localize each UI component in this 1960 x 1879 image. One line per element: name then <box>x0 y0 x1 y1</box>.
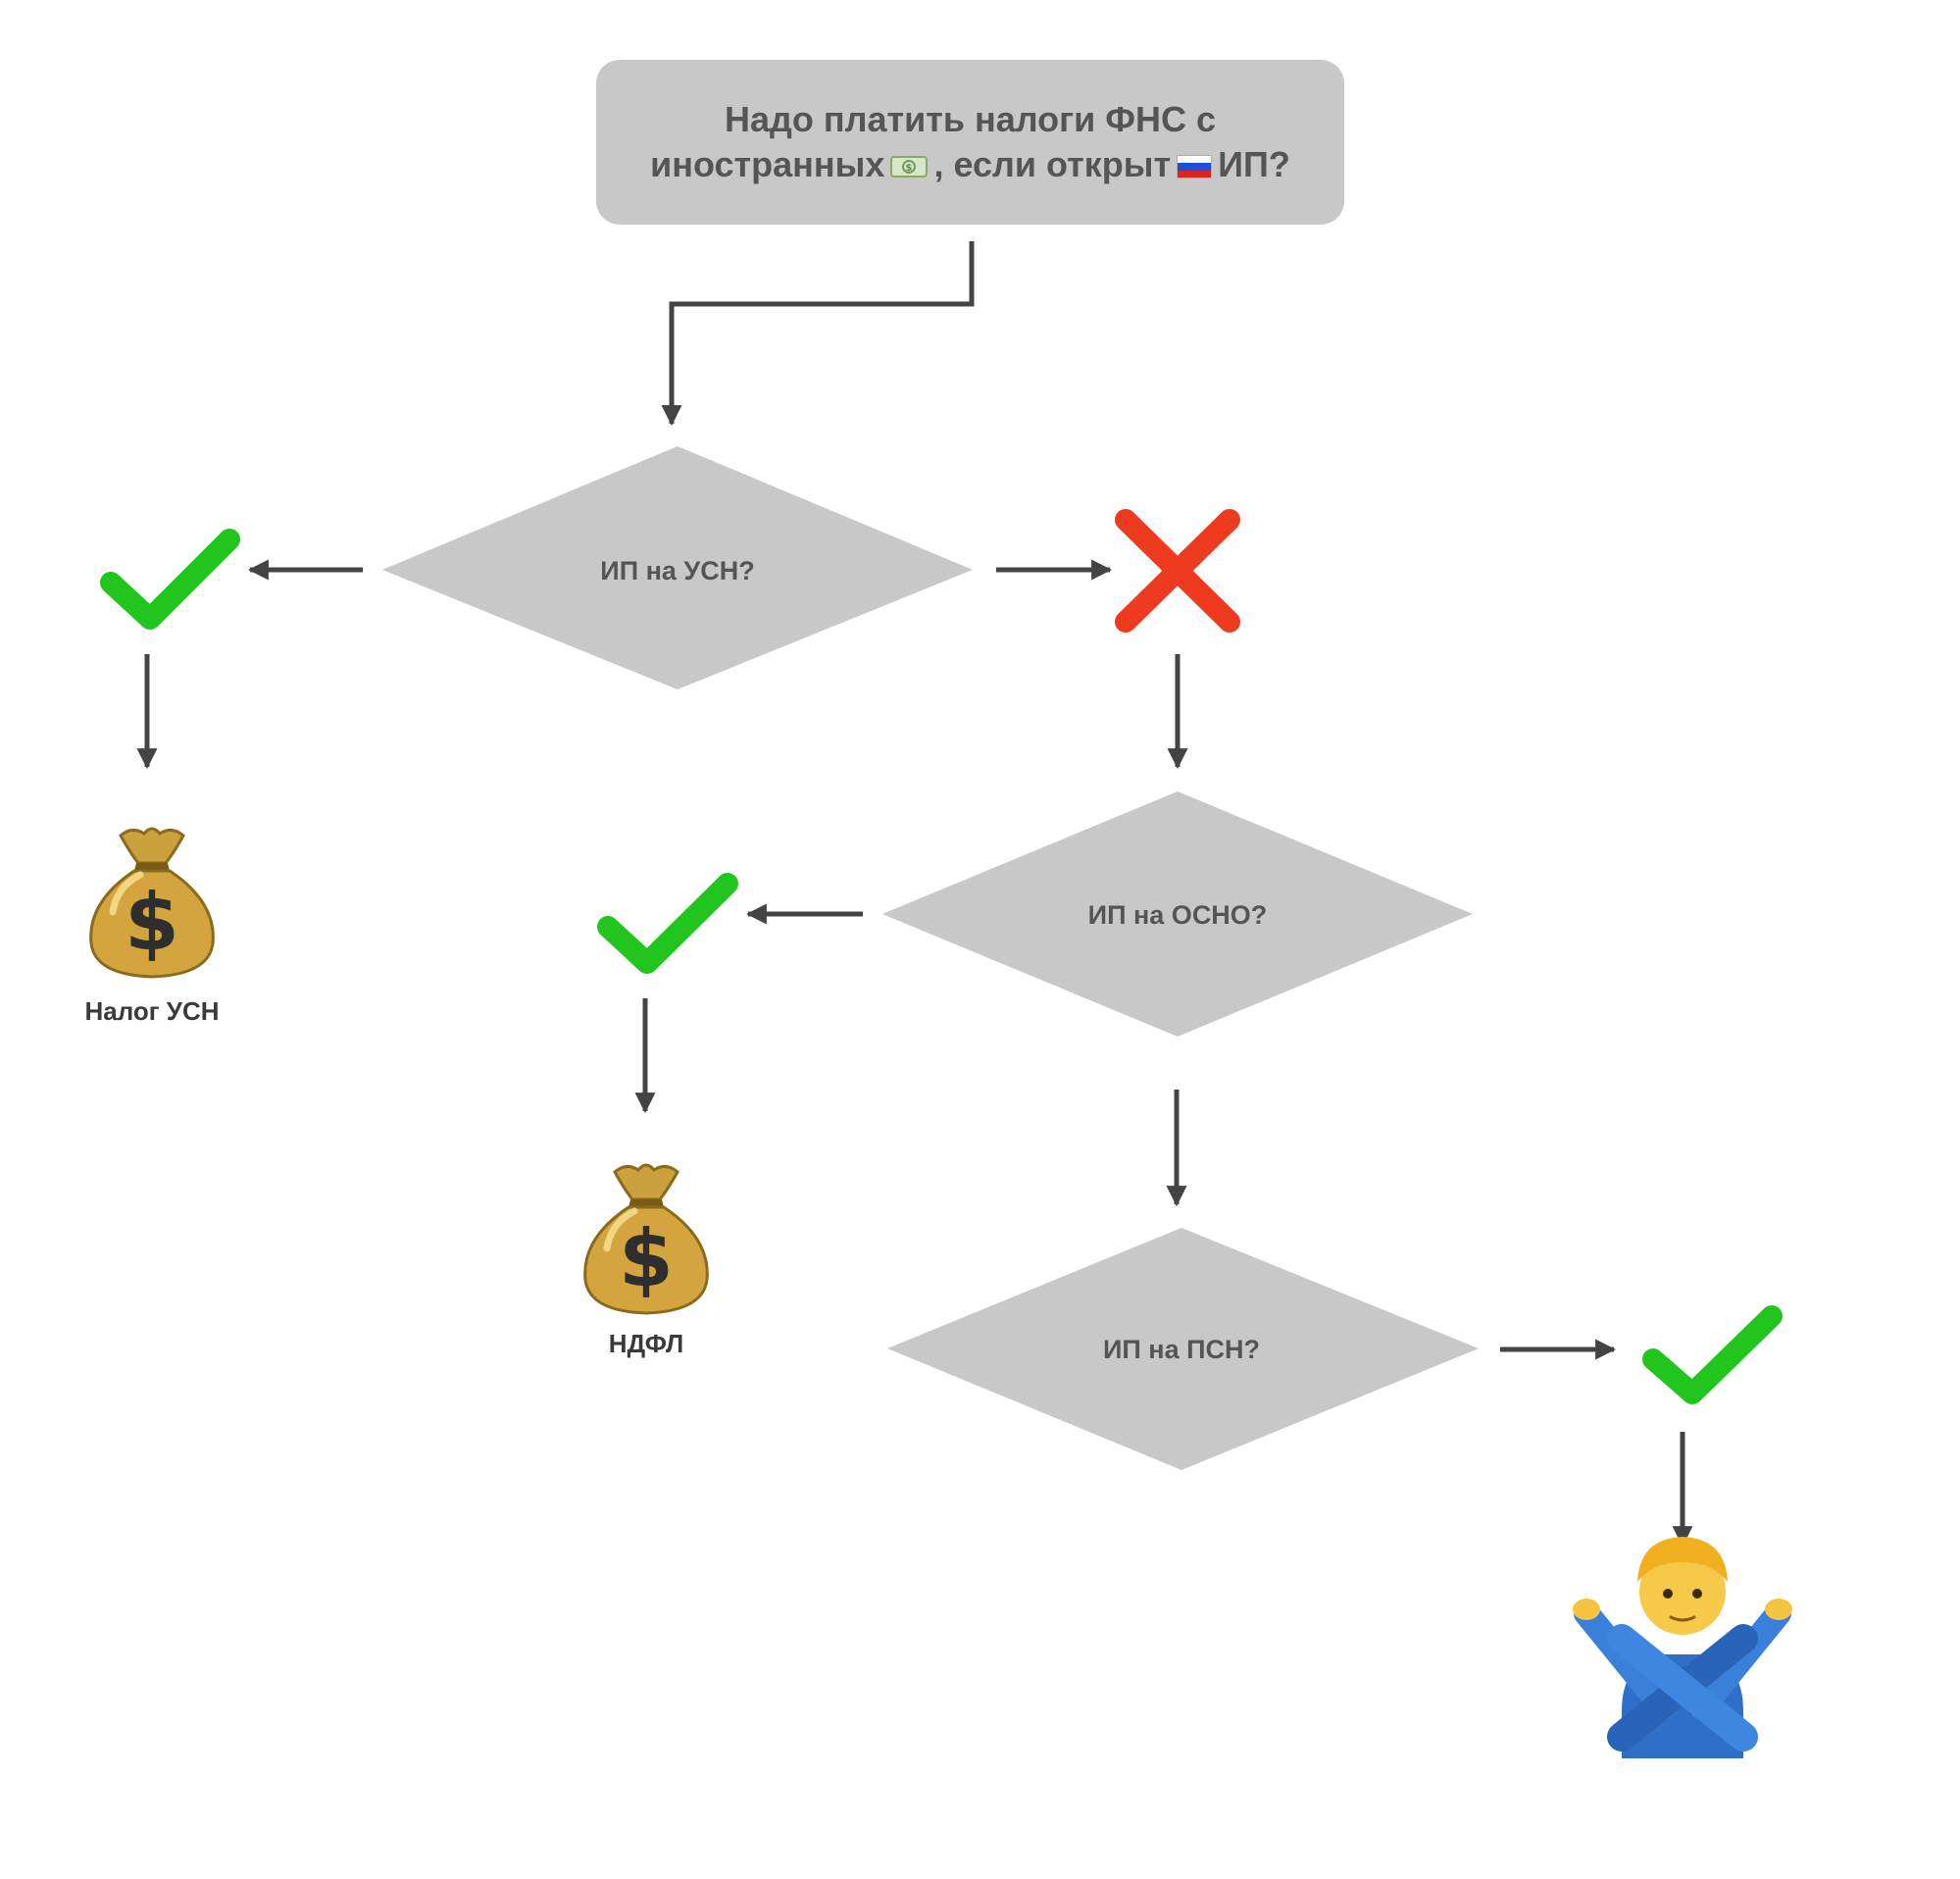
decision-label: ИП на ПСН? <box>1103 1335 1260 1364</box>
decision-label: ИП на УСН? <box>600 556 754 585</box>
arrow-start-to-usn <box>661 241 975 427</box>
start-question-line1: Надо платить налоги ФНС с <box>724 99 1217 139</box>
check-icon <box>1642 1305 1783 1404</box>
decision-usn: ИП на УСН? <box>382 446 973 689</box>
svg-text:$: $ <box>906 163 913 174</box>
russia-flag-icon <box>1177 155 1213 179</box>
check-icon <box>597 873 738 974</box>
money-banknote-icon: $ <box>890 156 929 178</box>
money-bag-icon <box>585 1165 708 1313</box>
decision-psn: ИП на ПСН? <box>887 1228 1479 1470</box>
start-question-box: Надо платить налоги ФНС с иностранных $ … <box>596 60 1344 225</box>
decision-diamond <box>882 791 1473 1037</box>
decision-osno: ИП на ОСНО? <box>882 791 1473 1037</box>
decision-diamond <box>887 1228 1479 1470</box>
start-question-text-b: , если открыт <box>933 144 1172 184</box>
result-label-usn-tax: Налог УСН <box>84 996 220 1026</box>
result-label-ndfl: НДФЛ <box>608 1329 684 1358</box>
check-icon <box>100 529 240 630</box>
connector-arrows <box>136 241 1693 1548</box>
start-question-text-c: ИП? <box>1218 144 1290 184</box>
decision-diamond <box>382 446 973 689</box>
money-bag-icon <box>91 829 214 977</box>
start-question-line2: иностранных $ , если открыт ИП? <box>650 142 1290 187</box>
cross-icon <box>1115 509 1240 633</box>
decision-label: ИП на ОСНО? <box>1088 900 1268 930</box>
person-gesturing-no-icon <box>1573 1537 1792 1758</box>
start-question-text-a: иностранных <box>650 144 885 184</box>
